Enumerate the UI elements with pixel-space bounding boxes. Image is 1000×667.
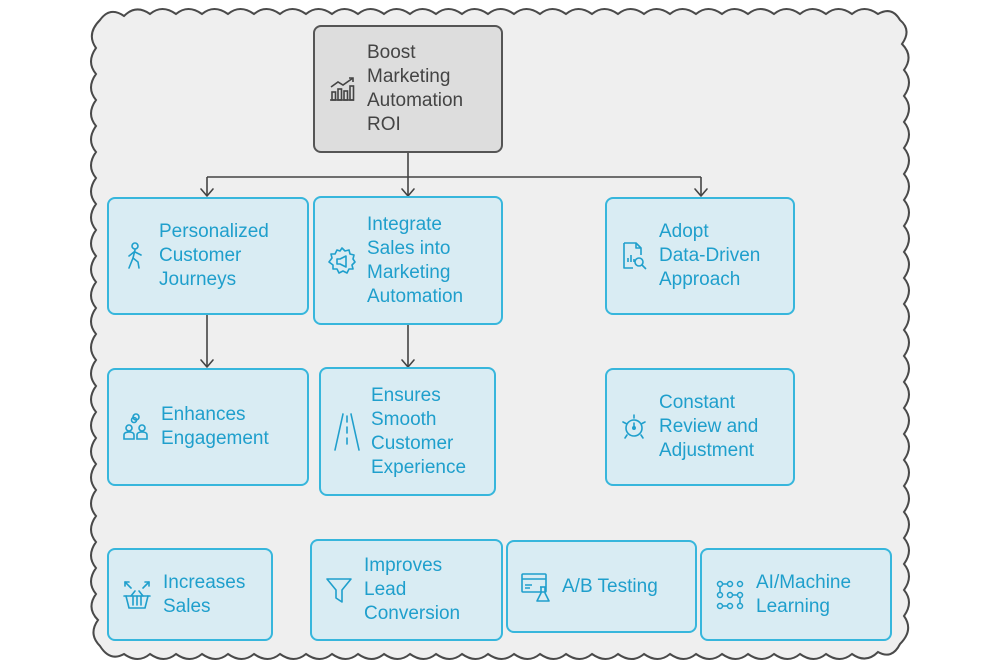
personalized-label: Personalized Customer Journeys [159, 221, 269, 290]
sales-label: Increases Sales [163, 571, 246, 617]
road-icon [333, 412, 361, 452]
adopt-label: Adopt Data-Driven Approach [659, 221, 761, 290]
root-label: Boost Marketing Automation ROI [367, 42, 464, 135]
cloud-background [90, 8, 910, 660]
funnel-icon [324, 575, 354, 605]
node-smooth-experience: Ensures Smooth Customer Experience [319, 367, 496, 496]
arrowhead-engagement [200, 359, 214, 368]
node-constant-review: Constant Review and Adjustment [605, 368, 795, 486]
arrowhead-adopt [694, 188, 708, 197]
node-adopt-data-driven: Adopt Data-Driven Approach [605, 197, 795, 315]
node-increases-sales: Increases Sales [107, 548, 273, 641]
shopping-basket-icon [121, 579, 153, 611]
review-label: Constant Review and Adjustment [659, 392, 759, 461]
node-personalized-journeys: Personalized Customer Journeys [107, 197, 309, 315]
node-ai-machine-learning: AI/Machine Learning [700, 548, 892, 641]
lead-conversion-label: Improves Lead Conversion [364, 555, 461, 624]
node-enhances-engagement: Enhances Engagement [107, 368, 309, 486]
walking-person-icon [121, 241, 149, 271]
adjust-cycle-icon [619, 412, 649, 442]
arrowhead-personalized [200, 188, 214, 197]
ai-ml-label: AI/Machine Learning [756, 571, 852, 617]
people-engagement-icon [121, 412, 151, 442]
node-improves-lead-conversion: Improves Lead Conversion [310, 539, 503, 641]
gear-megaphone-icon [327, 246, 357, 276]
ab-testing-label: A/B Testing [562, 575, 658, 597]
experience-label: Ensures Smooth Customer Experience [371, 384, 467, 478]
neural-network-icon [714, 579, 746, 611]
connectors [206, 153, 702, 367]
ab-test-icon [520, 571, 552, 603]
root-node-boost-roi: Boost Marketing Automation ROI [313, 25, 503, 153]
node-ab-testing: A/B Testing [506, 540, 697, 633]
data-report-icon [619, 241, 649, 271]
engagement-label: Enhances Engagement [161, 404, 269, 449]
integrate-label: Integrate Sales into Marketing Automatio… [367, 213, 464, 307]
growth-chart-icon [327, 74, 357, 104]
node-integrate-sales: Integrate Sales into Marketing Automatio… [313, 196, 503, 325]
